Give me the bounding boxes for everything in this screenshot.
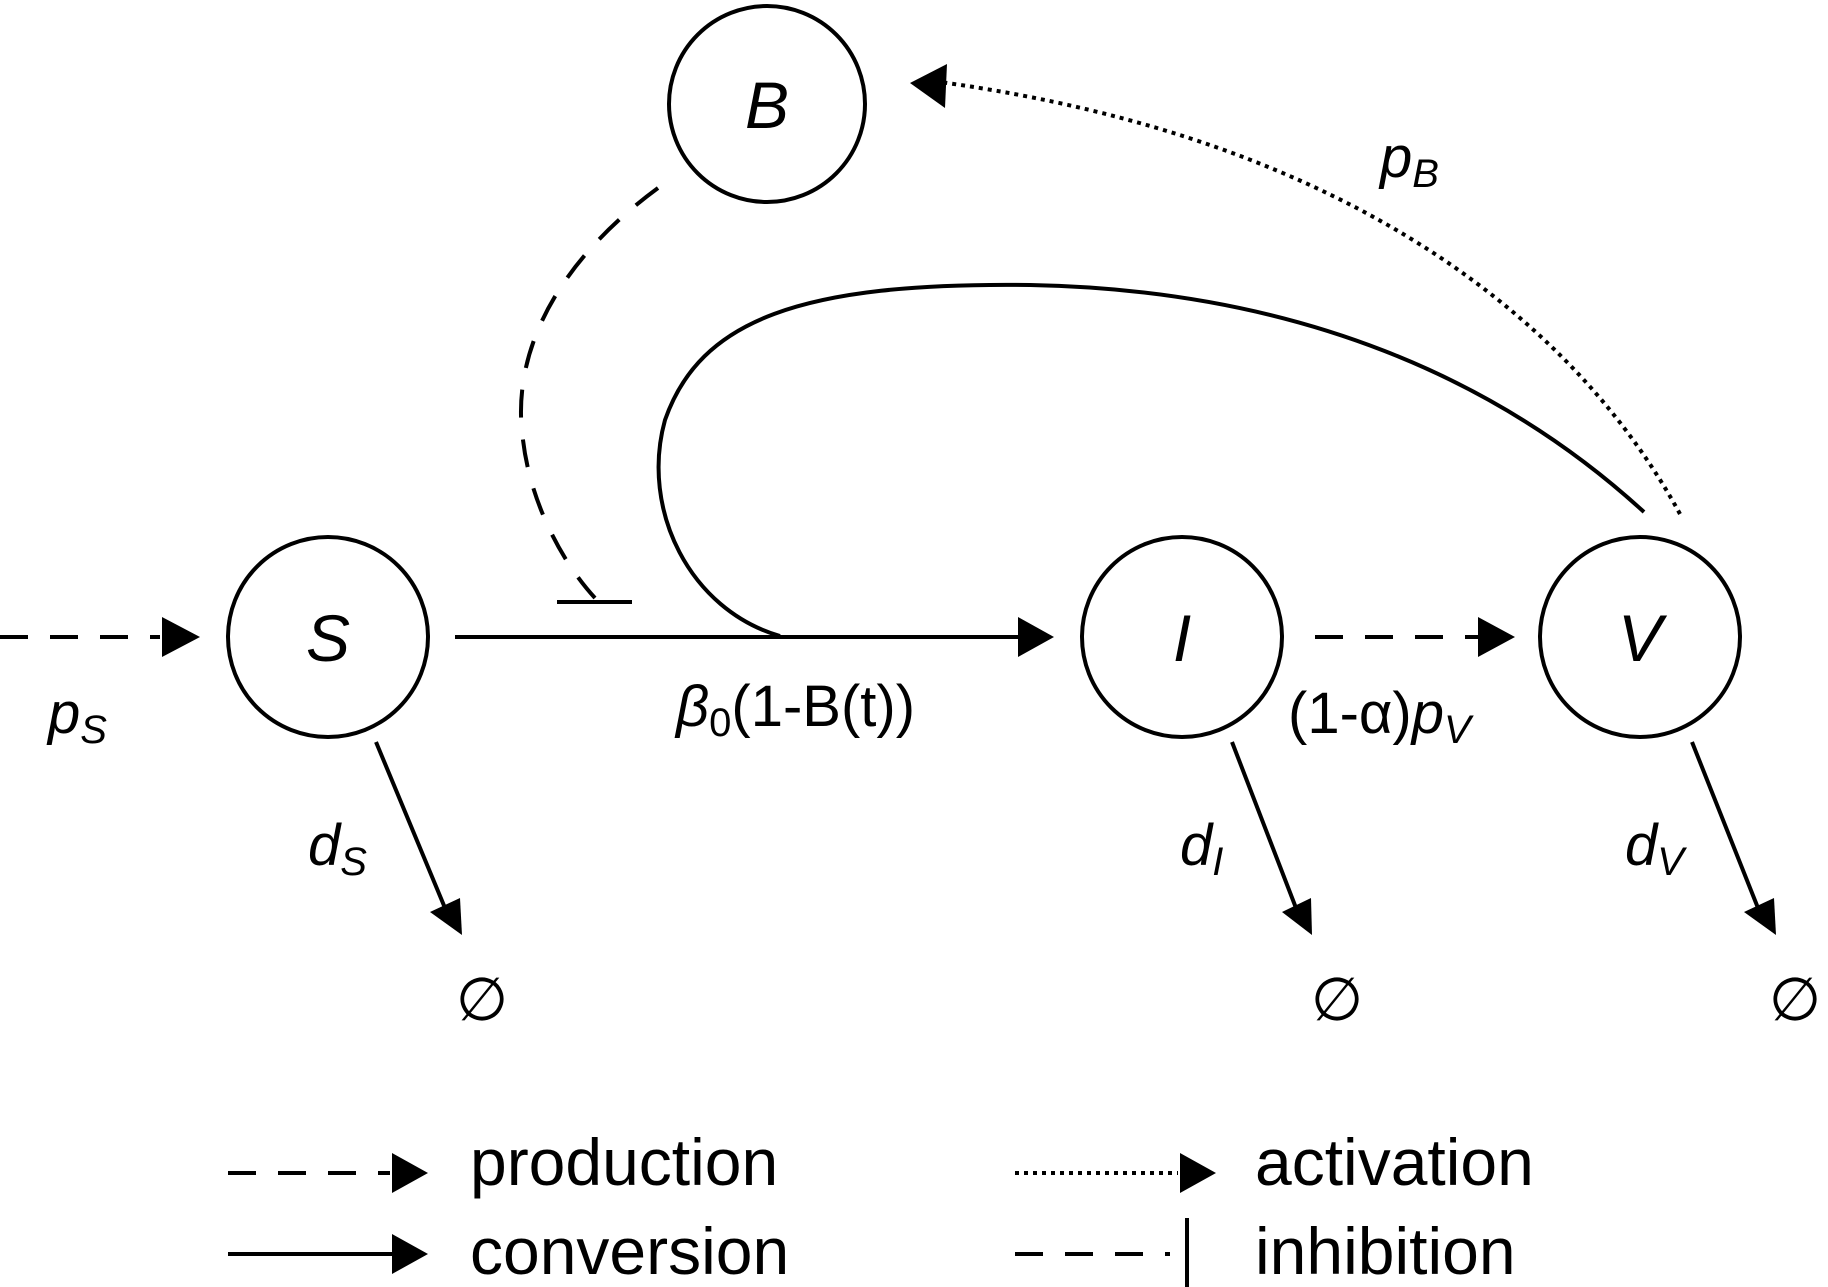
node-i: I — [1080, 535, 1284, 739]
activation-arrow-v-to-b — [910, 64, 1682, 515]
rate-label-dv: dV — [1625, 813, 1687, 884]
rate-label-ps: pS — [46, 681, 107, 752]
empty-set-i: ∅ — [1311, 965, 1363, 1035]
node-i-label: I — [1173, 601, 1191, 675]
node-s: S — [226, 535, 430, 739]
degradation-arrow-i — [1230, 741, 1312, 935]
legend-production: production — [228, 1125, 778, 1199]
legend-inhibition-label: inhibition — [1255, 1214, 1516, 1287]
empty-set-v: ∅ — [1769, 965, 1821, 1035]
legend-production-label: production — [470, 1125, 778, 1199]
conversion-arrow-s-to-i — [455, 617, 1054, 657]
legend-activation: activation — [1015, 1125, 1534, 1199]
legend-inhibition: inhibition — [1015, 1214, 1516, 1287]
empty-set-s: ∅ — [456, 965, 508, 1035]
degradation-arrow-s — [374, 741, 462, 935]
node-v-label: V — [1618, 601, 1668, 675]
inhibition-arrow-b — [518, 186, 660, 604]
rate-label-pv: (1-α)pV — [1288, 681, 1474, 752]
rate-label-ds: dS — [308, 813, 367, 884]
node-s-label: S — [306, 601, 350, 675]
rate-label-pb: pB — [1378, 125, 1439, 196]
legend: production conversion activation inhibit… — [228, 1125, 1534, 1287]
rate-label-di: dI — [1180, 813, 1223, 884]
legend-activation-label: activation — [1255, 1125, 1534, 1199]
production-arrow-i-to-v — [1315, 617, 1515, 657]
node-v: V — [1538, 535, 1742, 739]
legend-conversion: conversion — [228, 1214, 789, 1287]
catalysis-curve-v — [656, 282, 1646, 638]
node-b: B — [667, 4, 867, 204]
node-b-label: B — [745, 68, 789, 142]
production-arrow-s — [0, 617, 200, 657]
legend-conversion-label: conversion — [470, 1214, 789, 1287]
rate-label-beta: β0(1-B(t)) — [674, 674, 915, 745]
degradation-arrow-v — [1690, 741, 1776, 935]
